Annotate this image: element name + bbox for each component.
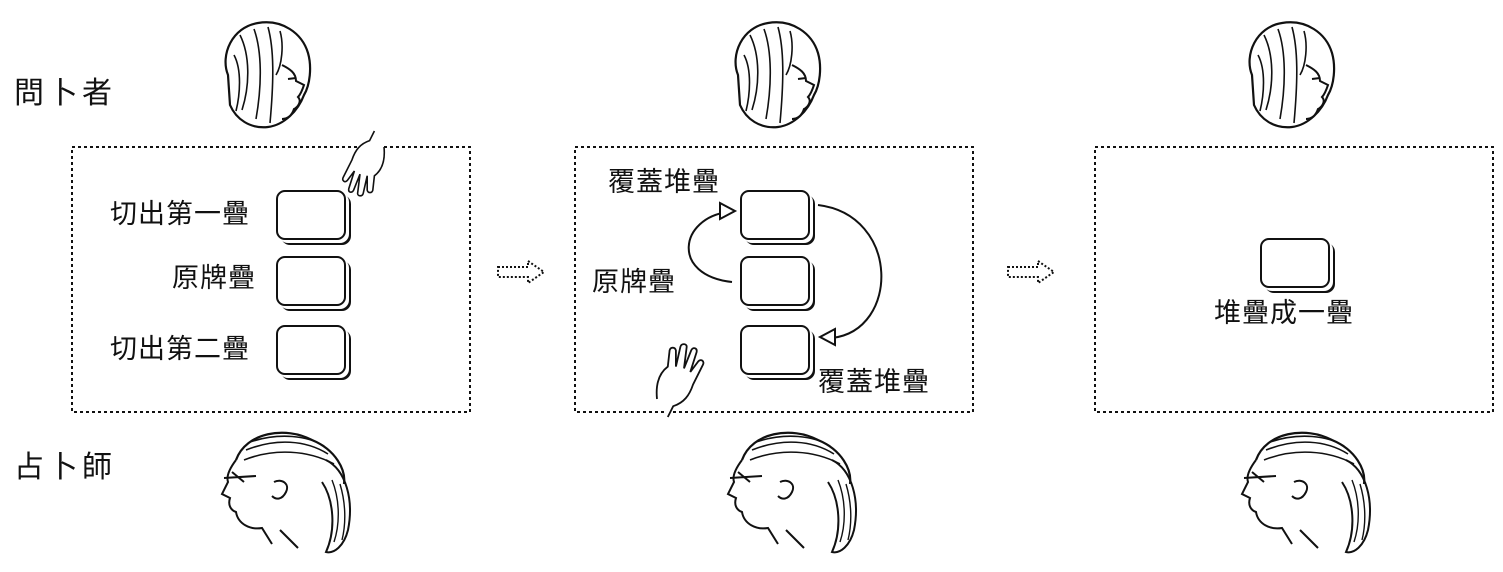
label-original-deck: 原牌疊 xyxy=(172,263,256,294)
panel-step-1 xyxy=(71,146,471,413)
dotted-arrow-icon xyxy=(1007,259,1056,285)
querent-label: 問卜者 xyxy=(14,76,116,111)
man-head-ponytail-icon xyxy=(726,431,858,554)
dotted-arrow-icon xyxy=(497,259,546,285)
woman-head-icon xyxy=(224,21,312,129)
card-stack xyxy=(740,190,810,240)
label-second-cut: 切出第二疊 xyxy=(110,334,250,365)
card-stack xyxy=(276,190,346,240)
woman-head-icon xyxy=(734,21,822,129)
hand-icon xyxy=(341,130,386,197)
card-stack xyxy=(276,256,346,306)
panel-step-2 xyxy=(574,146,974,413)
card-stack xyxy=(740,256,810,306)
card-stack xyxy=(1260,238,1330,288)
label-first-cut: 切出第一疊 xyxy=(110,199,250,230)
label-combined-stack: 堆疊成一疊 xyxy=(1214,298,1354,329)
card-stack xyxy=(740,325,810,375)
label-cover-stack-bottom: 覆蓋堆疊 xyxy=(818,367,930,398)
woman-head-icon xyxy=(1248,21,1336,129)
label-original-deck: 原牌疊 xyxy=(592,267,676,298)
hand-icon xyxy=(655,343,705,418)
reader-label: 占卜師 xyxy=(14,450,116,485)
label-cover-stack-top: 覆蓋堆疊 xyxy=(608,167,720,198)
cover-arrows xyxy=(687,201,883,347)
card-stack xyxy=(276,325,346,375)
man-head-ponytail-icon xyxy=(220,431,352,554)
man-head-ponytail-icon xyxy=(1240,431,1372,554)
panel-step-3 xyxy=(1094,146,1494,413)
